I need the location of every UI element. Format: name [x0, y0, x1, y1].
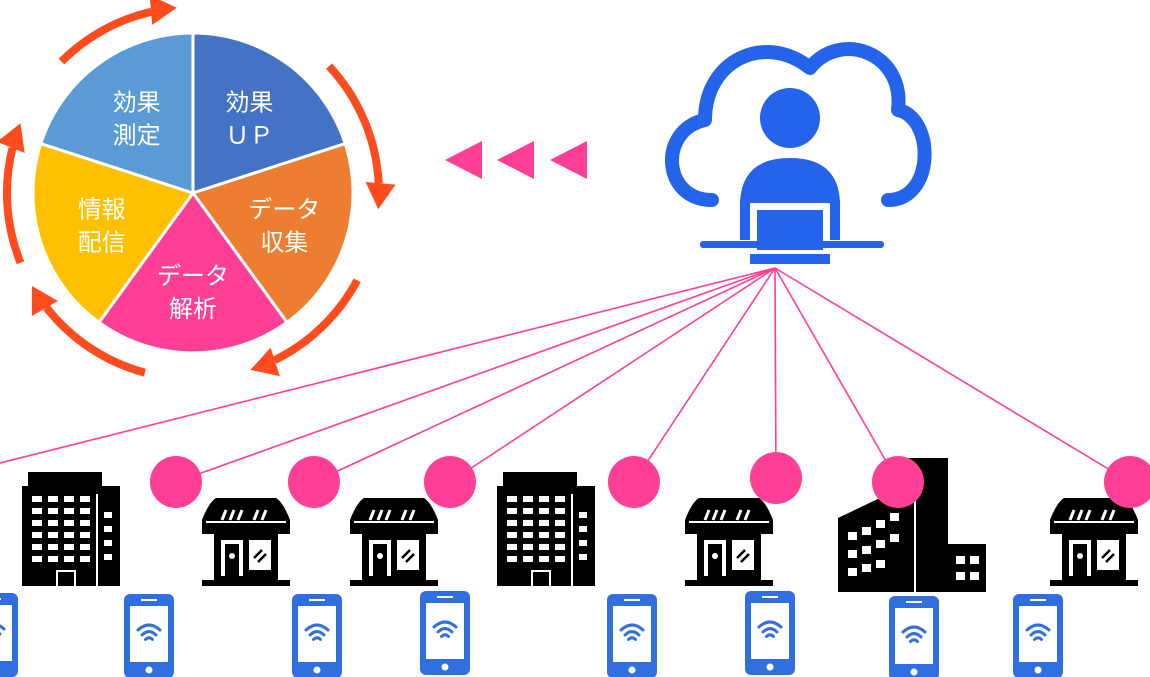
user-icon: [760, 88, 820, 148]
cycle-segment: [38, 31, 195, 196]
direction-arrows: [445, 141, 587, 179]
shop-icon: [200, 496, 292, 588]
cycle-arrow: [43, 305, 146, 377]
network-node: [608, 456, 660, 508]
connection-line: [313, 267, 776, 483]
network-node: [288, 456, 340, 508]
cycle-segment-label: 効果: [225, 88, 273, 116]
arrow-left-icon: [497, 141, 534, 179]
cycle-arrow: [272, 278, 361, 364]
arrow-left-icon: [445, 141, 482, 179]
cycle-segment-label: 効果: [113, 88, 161, 116]
connection-line: [633, 267, 776, 483]
office-building-icon: [22, 472, 120, 586]
cycle-segment-label: データ: [157, 262, 229, 290]
cycle-segment-label: 情報: [78, 196, 126, 224]
cycle-arrow: [2, 147, 25, 265]
cloud-user-group: [665, 42, 932, 264]
smartphone-icon: [887, 594, 941, 677]
connection-line: [175, 267, 776, 483]
smartphone-icon: [122, 592, 176, 677]
network-node: [750, 452, 802, 504]
network-node: [424, 456, 476, 508]
shop-icon: [1048, 496, 1140, 588]
cycle-arrow: [58, 7, 153, 65]
network-node: [1104, 456, 1150, 508]
cycle-arrowhead: [250, 347, 280, 377]
connection-line: [449, 267, 776, 483]
cycle-segment: [191, 31, 348, 196]
shop-icon: [348, 496, 440, 588]
shop-icon: [683, 496, 775, 588]
cycle-segment-label: ＵＰ: [225, 121, 273, 149]
cycle-segment-label: 測定: [113, 121, 161, 149]
cycle-segment-label: 収集: [260, 229, 308, 257]
cycle-arrowhead: [150, 0, 177, 25]
network-lines: [0, 267, 1131, 483]
office-building-icon: [497, 472, 595, 586]
connection-line: [774, 267, 1131, 483]
cycle-segment: [31, 141, 196, 325]
connection-line: [774, 267, 777, 483]
cycle-arrowhead: [31, 286, 58, 316]
network-node: [150, 456, 202, 508]
smartphone-icon: [0, 591, 20, 677]
cloud-icon: [665, 42, 932, 207]
connection-line: [0, 267, 776, 464]
connection-line: [774, 267, 899, 483]
laptop-icon: [700, 203, 884, 264]
network-node: [872, 456, 924, 508]
cycle-segment-label: データ: [248, 196, 320, 224]
cycle-arrow: [326, 63, 383, 184]
cycle-arrowhead: [0, 123, 25, 153]
cycle-arrowhead: [365, 182, 396, 210]
smartphone-icon: [290, 592, 344, 677]
smartphone-icon: [1011, 592, 1065, 677]
network-nodes: [150, 452, 1150, 508]
cycle-segment-label: 解析: [169, 295, 217, 323]
arrow-left-icon: [550, 141, 587, 179]
cycle-segment: [190, 141, 355, 325]
smartphone-icon: [743, 589, 797, 677]
cycle-segment: [96, 190, 290, 355]
smartphone-icon: [605, 592, 659, 677]
cycle-segment-label: 配信: [78, 229, 126, 257]
smartphone-icon: [418, 589, 472, 677]
